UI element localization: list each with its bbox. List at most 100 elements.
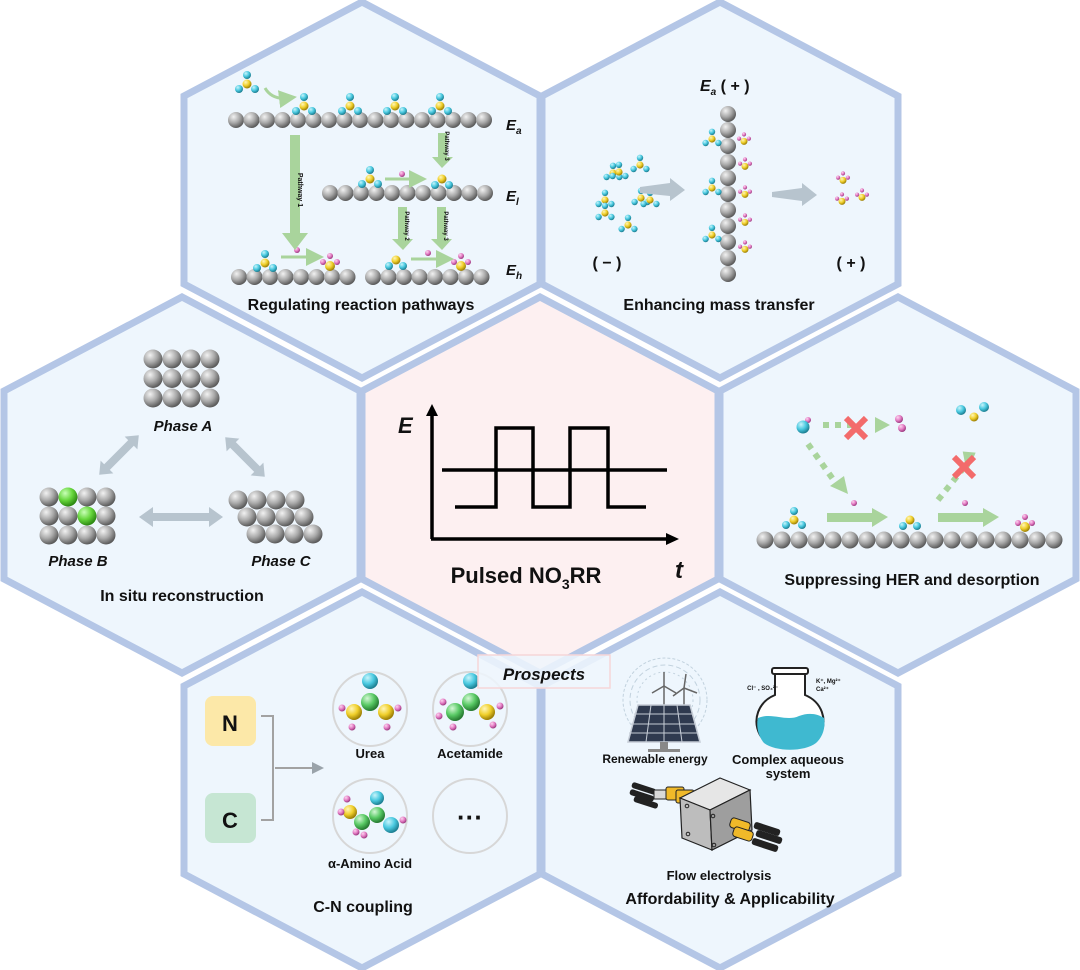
gray-atom [275, 507, 295, 527]
cyan-atom [631, 225, 638, 233]
pink-atom [334, 259, 340, 265]
gray-atom [1011, 531, 1029, 549]
cyan-atom [338, 107, 346, 115]
gray-atom [274, 112, 291, 128]
gray-atom [96, 487, 116, 507]
yellow-atom [741, 245, 749, 253]
pink-atom [489, 721, 497, 729]
product-urea-label: Urea [356, 746, 386, 761]
cyan-atom [601, 202, 609, 209]
panel-cn-coupling: N C Urea Acetamide α-Amino Acid ··· C-N … [205, 671, 508, 916]
pink-atom [741, 132, 747, 137]
pink-atom [836, 175, 841, 180]
cyan-atom [445, 181, 453, 189]
gray-atom [445, 112, 461, 128]
pink-atom [449, 723, 457, 731]
gray-atom [322, 185, 338, 201]
yellow-atom [636, 161, 644, 169]
pink-atom [839, 192, 845, 197]
pink-atom [352, 828, 360, 836]
yellow-atom [838, 197, 846, 205]
n-input-box [205, 696, 256, 746]
cyan-atom [615, 161, 623, 168]
pathway-3a-arrow: Pathway 3 [432, 131, 453, 168]
gray-atom [720, 218, 736, 234]
cyan-atom [383, 107, 391, 115]
gray-atom [720, 266, 736, 282]
gray-atom [1045, 531, 1063, 549]
n-input-label: N [222, 711, 238, 736]
cyan-atom [261, 250, 269, 258]
pathway-atoms [228, 71, 493, 285]
panel-mass-transfer: Ea ( + ) ( − ) ( + ) Enhancing mass tran… [593, 78, 870, 314]
pathway-2-arrow: Pathway 2 [392, 207, 413, 250]
gray-atom [200, 369, 220, 388]
yellow-atom [325, 261, 335, 271]
cyan-atom [630, 165, 637, 173]
gray-atom [824, 531, 842, 549]
panel-center-pulsed: E t Pulsed NO3RR [398, 404, 684, 592]
yellow-atom [345, 101, 355, 111]
pink-atom [805, 417, 811, 423]
cyan-atom [243, 71, 251, 79]
gray-atom [96, 525, 116, 545]
flow-cell-icon [629, 777, 783, 852]
flow-electrolysis-label: Flow electrolysis [667, 868, 772, 883]
pink-atom [747, 189, 753, 194]
pink-atom [439, 698, 447, 706]
cyan-atom [708, 224, 716, 231]
yellow-atom [346, 704, 362, 720]
gray-atom [720, 250, 736, 266]
pink-atom [840, 171, 846, 176]
pink-atom [855, 192, 860, 197]
pathway-3b-label: Pathway 3 [442, 211, 448, 241]
pathway-1-arrow: Pathway 1 [282, 135, 308, 250]
gray-atom [284, 524, 304, 544]
gray-atom [243, 112, 260, 128]
pink-atom [337, 808, 345, 816]
c-input-label: C [222, 808, 238, 833]
complex-aqueous-label-2: system [766, 766, 811, 781]
cation-label-2: Ca²⁺ [816, 686, 829, 693]
gray-atom [353, 185, 369, 201]
gray-atom [720, 186, 736, 202]
gray-atom [181, 349, 201, 369]
flask-icon [755, 667, 825, 750]
yellow-atom [969, 412, 979, 422]
gray-atom [458, 269, 474, 285]
mass-transfer-arrow-2 [772, 183, 817, 206]
pink-atom [895, 415, 903, 423]
gray-atom [162, 388, 182, 408]
cyan-atom [702, 235, 709, 243]
panel-title-reconstruction: In situ reconstruction [100, 588, 264, 605]
cyan-atom [715, 235, 722, 243]
cyan-atom [444, 107, 452, 115]
panel-title-prospects: Affordability & Applicability [625, 891, 834, 908]
cyan-atom [782, 521, 790, 529]
gray-atom [96, 506, 116, 526]
yellow-atom [365, 174, 375, 184]
cyan-atom [608, 200, 615, 208]
gray-atom [399, 185, 416, 201]
pink-atom [746, 136, 752, 141]
adsorption-arrow [263, 87, 297, 109]
cyan-atom [979, 402, 989, 412]
yellow-atom [437, 174, 447, 184]
merge-bracket [261, 715, 274, 821]
pink-atom [742, 240, 748, 245]
cyan-atom [708, 177, 716, 184]
cyan-atom [640, 200, 647, 208]
pink-atom [383, 723, 391, 731]
acetamide-circle [432, 671, 508, 747]
pink-atom [1029, 520, 1035, 526]
gray-atom [858, 531, 876, 549]
panel-title-mass-transfer: Enhancing mass transfer [623, 297, 814, 314]
gray-atom [367, 112, 384, 128]
yellow-atom [1020, 522, 1030, 532]
anion-label: Cl⁻ , SO₄²⁻ [747, 685, 778, 692]
panel-title-pathways: Regulating reaction pathways [248, 297, 475, 314]
cyan-atom [346, 93, 354, 101]
pink-atom [496, 702, 504, 710]
